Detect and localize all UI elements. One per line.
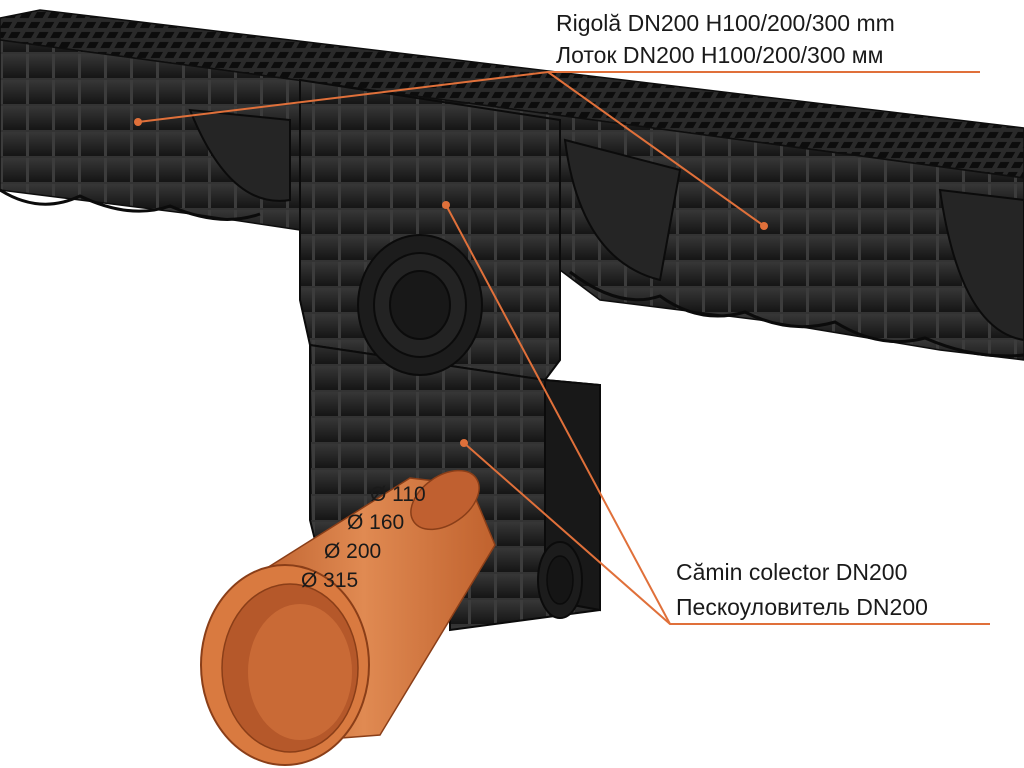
channel-scallops	[0, 188, 1024, 358]
pit-label-ru: Пескоуловитель DN200	[676, 594, 928, 620]
channel-arch-1	[188, 108, 291, 202]
pipe-opening-inner	[248, 604, 352, 740]
pipe-back-end	[410, 469, 480, 531]
pit-label-ro: Cămin colector DN200	[676, 559, 908, 585]
pit-outlet-ring-inner	[389, 270, 451, 340]
leader-dot	[460, 439, 468, 447]
leader-dots	[134, 118, 768, 447]
channel-grate	[0, 9, 1024, 179]
diameter-label: Ø 160	[347, 511, 405, 534]
leader-pit-upper	[445, 204, 671, 625]
channel-label-ru: Лоток DN200 H100/200/300 мм	[556, 42, 884, 68]
leader-dot	[134, 118, 142, 126]
channel-arch-2	[563, 138, 682, 282]
diameter-label: Ø 200	[324, 540, 382, 563]
leader-dot	[442, 201, 450, 209]
pvc-pipe	[200, 469, 496, 766]
leader-channel-right	[547, 71, 765, 227]
diameter-label: Ø 110	[370, 483, 426, 506]
diameter-label: Ø 315	[301, 569, 359, 592]
leader-pit-lower	[463, 442, 990, 625]
channel-label-ro: Rigolă DN200 H100/200/300 mm	[556, 10, 895, 36]
leader-dot	[760, 222, 768, 230]
leader-lines	[137, 71, 990, 625]
pit-side-outlet-inner	[546, 555, 574, 605]
